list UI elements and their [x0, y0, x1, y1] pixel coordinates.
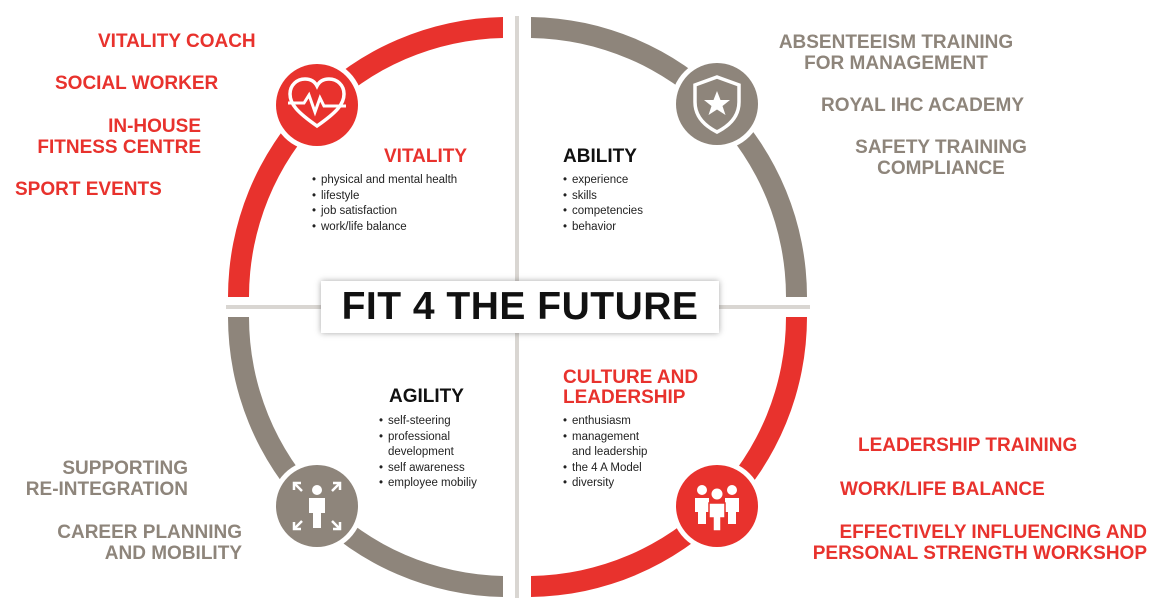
- agility-arc: [228, 317, 503, 597]
- label-safety-training: SAFETY TRAINING COMPLIANCE: [847, 137, 1035, 179]
- label-line: COMPLIANCE: [877, 158, 1005, 179]
- vitality-title: VITALITY: [384, 146, 468, 167]
- list-item: job satisfaction: [312, 204, 457, 220]
- culture-title: CULTURE AND LEADERSHIP: [563, 368, 698, 408]
- shield-star-icon: [671, 58, 763, 150]
- label-leadership-training: LEADERSHIP TRAINING: [858, 435, 1078, 456]
- culture-arc: [531, 317, 808, 597]
- culture-title-line1: CULTURE AND: [563, 367, 699, 388]
- list-item: work/life balance: [312, 220, 457, 236]
- vitality-list: physical and mental health lifestyle job…: [312, 173, 457, 235]
- label-effectively-influencing: EFFECTIVELY INFLUENCING AND PERSONAL STR…: [794, 522, 1147, 564]
- list-item: self-steering: [379, 414, 477, 430]
- label-royal-ihc-academy: ROYAL IHC ACADEMY: [821, 95, 1025, 116]
- list-item: physical and mental health: [312, 173, 457, 189]
- heart-pulse-icon: [271, 59, 363, 151]
- ability-list: experience skills competencies behavior: [563, 173, 643, 235]
- label-line: CAREER PLANNING: [57, 522, 242, 543]
- culture-title-line2: LEADERSHIP: [563, 387, 686, 408]
- list-item: behavior: [563, 220, 643, 236]
- team-icon: [671, 460, 763, 552]
- list-item: enthusiasm: [563, 414, 647, 430]
- list-item-line: management: [572, 430, 640, 443]
- label-work-life-balance: WORK/LIFE BALANCE: [840, 479, 1045, 500]
- label-line: FITNESS CENTRE: [37, 137, 201, 158]
- label-career-planning: CAREER PLANNING AND MOBILITY: [26, 522, 242, 564]
- list-item: lifestyle: [312, 189, 457, 205]
- vitality-arc: [228, 17, 503, 297]
- list-item: professional development: [379, 430, 477, 461]
- culture-list: enthusiasm management and leadership the…: [563, 414, 647, 492]
- list-item: diversity: [563, 476, 647, 492]
- label-line: FOR MANAGEMENT: [804, 53, 988, 74]
- agility-list: self-steering professional development s…: [379, 414, 477, 492]
- ability-arc: [531, 17, 807, 297]
- label-line: EFFECTIVELY INFLUENCING AND: [839, 522, 1147, 543]
- list-item-line: professional: [388, 430, 451, 443]
- label-sport-events: SPORT EVENTS: [15, 179, 162, 200]
- person-arrows-icon: [271, 460, 363, 552]
- list-item: the 4 A Model: [563, 461, 647, 477]
- center-title: FIT 4 THE FUTURE: [321, 281, 719, 333]
- label-social-worker: SOCIAL WORKER: [55, 73, 219, 94]
- label-supporting-reintegration: SUPPORTING RE-INTEGRATION: [18, 458, 188, 500]
- list-item: self awareness: [379, 461, 477, 477]
- list-item: skills: [563, 189, 643, 205]
- list-item-line: development: [388, 446, 454, 458]
- list-item: management and leadership: [563, 430, 647, 461]
- list-item-line: and leadership: [572, 446, 648, 458]
- label-line: ABSENTEEISM TRAINING: [778, 32, 1014, 53]
- label-line: SUPPORTING: [62, 458, 188, 479]
- list-item: competencies: [563, 204, 643, 220]
- label-vitality-coach: VITALITY COACH: [98, 31, 256, 52]
- list-item: experience: [563, 173, 643, 189]
- label-line: IN-HOUSE: [108, 116, 201, 137]
- label-in-house-fitness: IN-HOUSE FITNESS CENTRE: [15, 116, 201, 158]
- label-line: PERSONAL STRENGTH WORKSHOP: [812, 543, 1147, 564]
- list-item: employee mobiliy: [379, 476, 477, 492]
- label-line: SAFETY TRAINING: [855, 137, 1027, 158]
- label-line: RE-INTEGRATION: [25, 479, 188, 500]
- label-absenteeism-training: ABSENTEEISM TRAINING FOR MANAGEMENT: [768, 32, 1024, 74]
- label-line: AND MOBILITY: [104, 543, 242, 564]
- ability-title: ABILITY: [563, 146, 637, 167]
- agility-title: AGILITY: [389, 386, 464, 407]
